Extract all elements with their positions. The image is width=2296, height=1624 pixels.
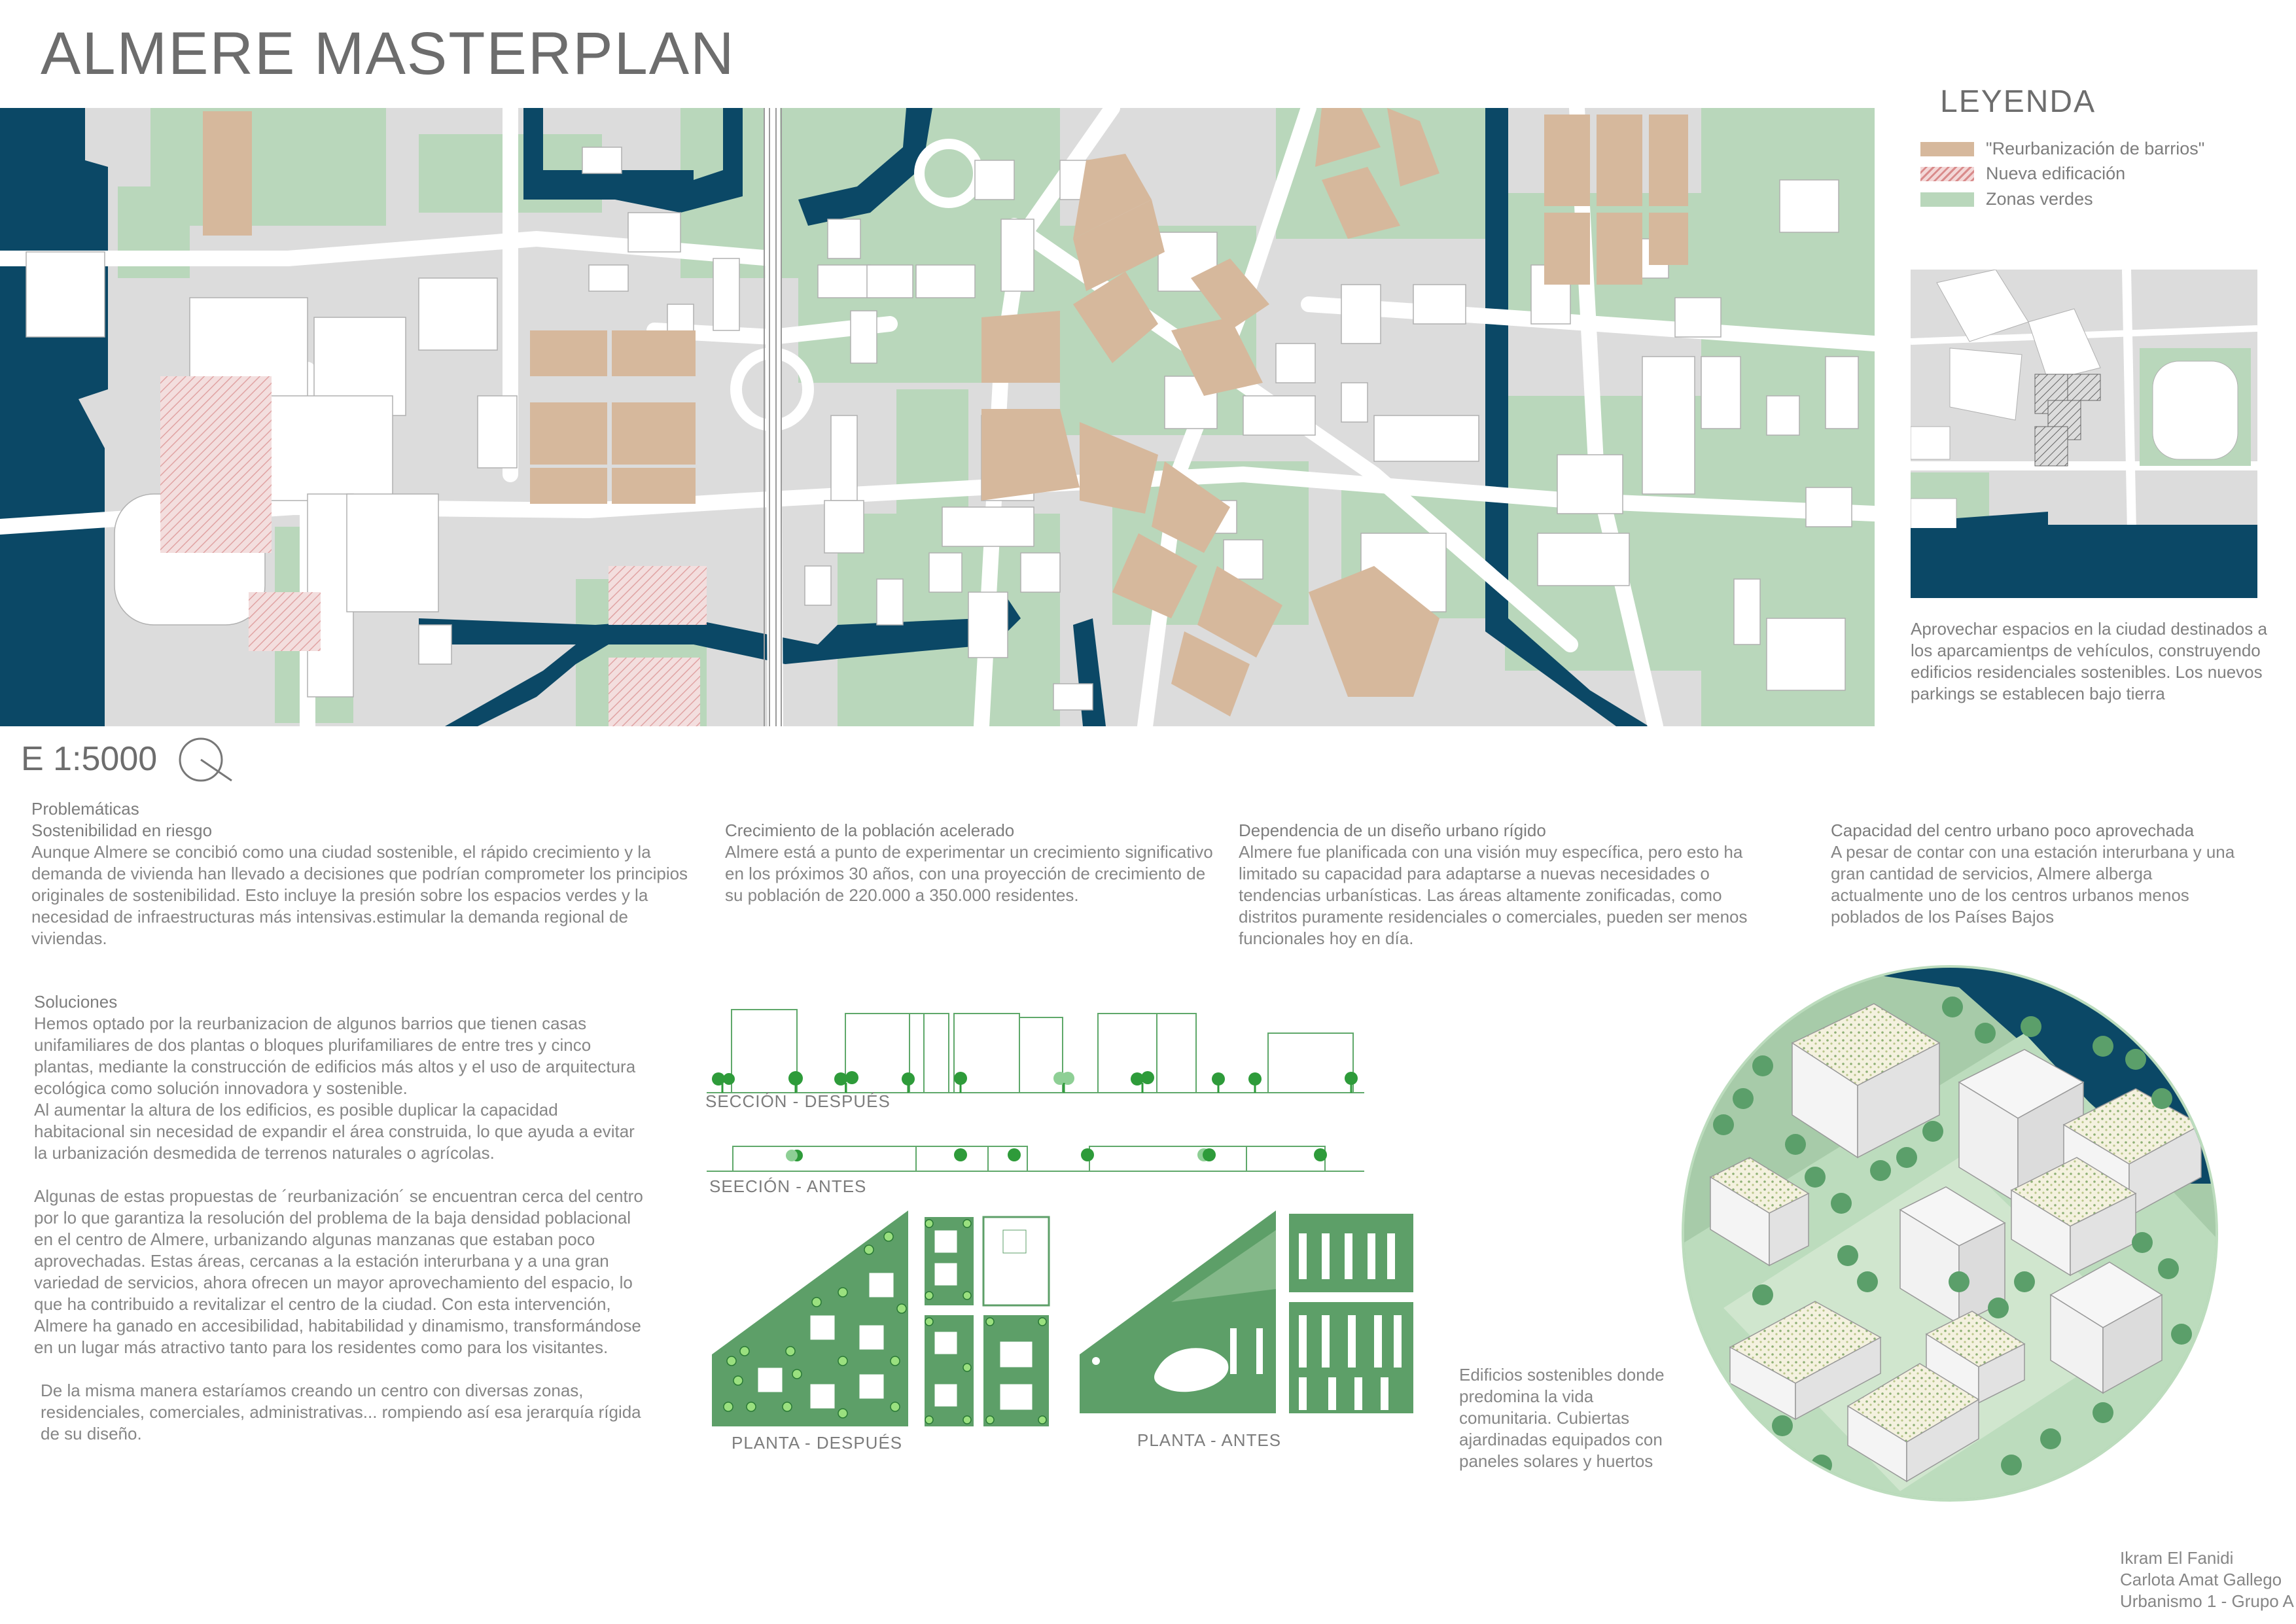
- page-title: ALMERE MASTERPLAN: [41, 20, 735, 87]
- problem-text: Almere fue planificada con una visión mu…: [1239, 842, 1748, 948]
- legend-swatch-hatch: [1920, 166, 1974, 181]
- problems-heading: Problemáticas: [31, 799, 139, 819]
- plan-after-diagram: [712, 1210, 1050, 1426]
- section-before-diagram: [707, 1146, 1364, 1172]
- problem-text: A pesar de contar con una estación inter…: [1831, 842, 2235, 927]
- problem-title: Dependencia de un diseño urbano rígido: [1239, 821, 1546, 840]
- problem-text: Aunque Almere se concibió como una ciuda…: [31, 842, 688, 948]
- inset-caption: Aprovechar espacios en la ciudad destina…: [1911, 619, 2267, 703]
- section-after-diagram: [707, 1009, 1364, 1093]
- solutions-paragraph: Hemos optado por la reurbanizacion de al…: [34, 1014, 636, 1098]
- solutions-block: Soluciones Hemos optado por la reurbaniz…: [34, 991, 649, 1445]
- legend-label: Zonas verdes: [1986, 189, 2093, 209]
- problem-4: Capacidad del centro urbano poco aprovec…: [1831, 820, 2250, 928]
- solutions-paragraph: Al aumentar la altura de los edificios, …: [34, 1100, 635, 1163]
- redevelopment-areas: [203, 108, 1688, 716]
- solutions-paragraph: De la misma manera estaríamos creando un…: [41, 1381, 641, 1443]
- legend-label: Nueva edificación: [1986, 164, 2126, 183]
- railway: [764, 108, 782, 726]
- problem-title: Crecimiento de la población acelerado: [725, 821, 1015, 840]
- credits: Ikram El Fanidi Carlota Amat Gallego Urb…: [2120, 1547, 2294, 1612]
- problem-title: Capacidad del centro urbano poco aprovec…: [1831, 821, 2195, 840]
- legend-item-reurbanizacion: "Reurbanización de barrios": [1920, 139, 2204, 159]
- plan-before-diagram: [1080, 1210, 1413, 1413]
- credit-line: Carlota Amat Gallego: [2120, 1570, 2282, 1589]
- masterplan-map: [0, 108, 1875, 726]
- axonometric-caption: Edificios sostenibles donde predomina la…: [1459, 1365, 1665, 1471]
- legend-item-nueva-edificacion: Nueva edificación: [1920, 164, 2125, 184]
- problem-title: Sostenibilidad en riesgo: [31, 821, 213, 840]
- legend-label: "Reurbanización de barrios": [1986, 139, 2205, 158]
- buildings: [26, 147, 1859, 711]
- credit-line: Ikram El Fanidi: [2120, 1548, 2234, 1568]
- legend-item-zonas-verdes: Zonas verdes: [1920, 189, 2093, 209]
- new-building-areas: [160, 376, 707, 726]
- problem-2: Crecimiento de la población acelerado Al…: [725, 820, 1222, 906]
- plan-before-label: PLANTA - ANTES: [1137, 1430, 1282, 1450]
- solutions-paragraph: Algunas de estas propuestas de ´reurbani…: [34, 1186, 643, 1357]
- axonometric-view: [1682, 965, 2218, 1502]
- legend-title: LEYENDA: [1940, 84, 2096, 119]
- problem-1: Sostenibilidad en riesgo Aunque Almere s…: [31, 820, 692, 949]
- problem-3: Dependencia de un diseño urbano rígido A…: [1239, 820, 1782, 949]
- problem-text: Almere está a punto de experimentar un c…: [725, 842, 1213, 905]
- credit-line: Urbanismo 1 - Grupo A: [2120, 1591, 2294, 1611]
- legend-swatch-tan: [1920, 141, 1974, 156]
- inset-map: [1911, 270, 2257, 598]
- north-arrow-icon: [179, 737, 232, 782]
- solutions-heading: Soluciones: [34, 992, 118, 1012]
- legend-swatch-green: [1920, 192, 1974, 207]
- section-before-label: SEECIÓN - ANTES: [709, 1176, 867, 1196]
- section-after-label: SECCIÓN - DESPUÉS: [705, 1091, 891, 1111]
- plan-after-label: PLANTA - DESPUÉS: [732, 1433, 903, 1453]
- scale-label: E 1:5000: [21, 740, 158, 778]
